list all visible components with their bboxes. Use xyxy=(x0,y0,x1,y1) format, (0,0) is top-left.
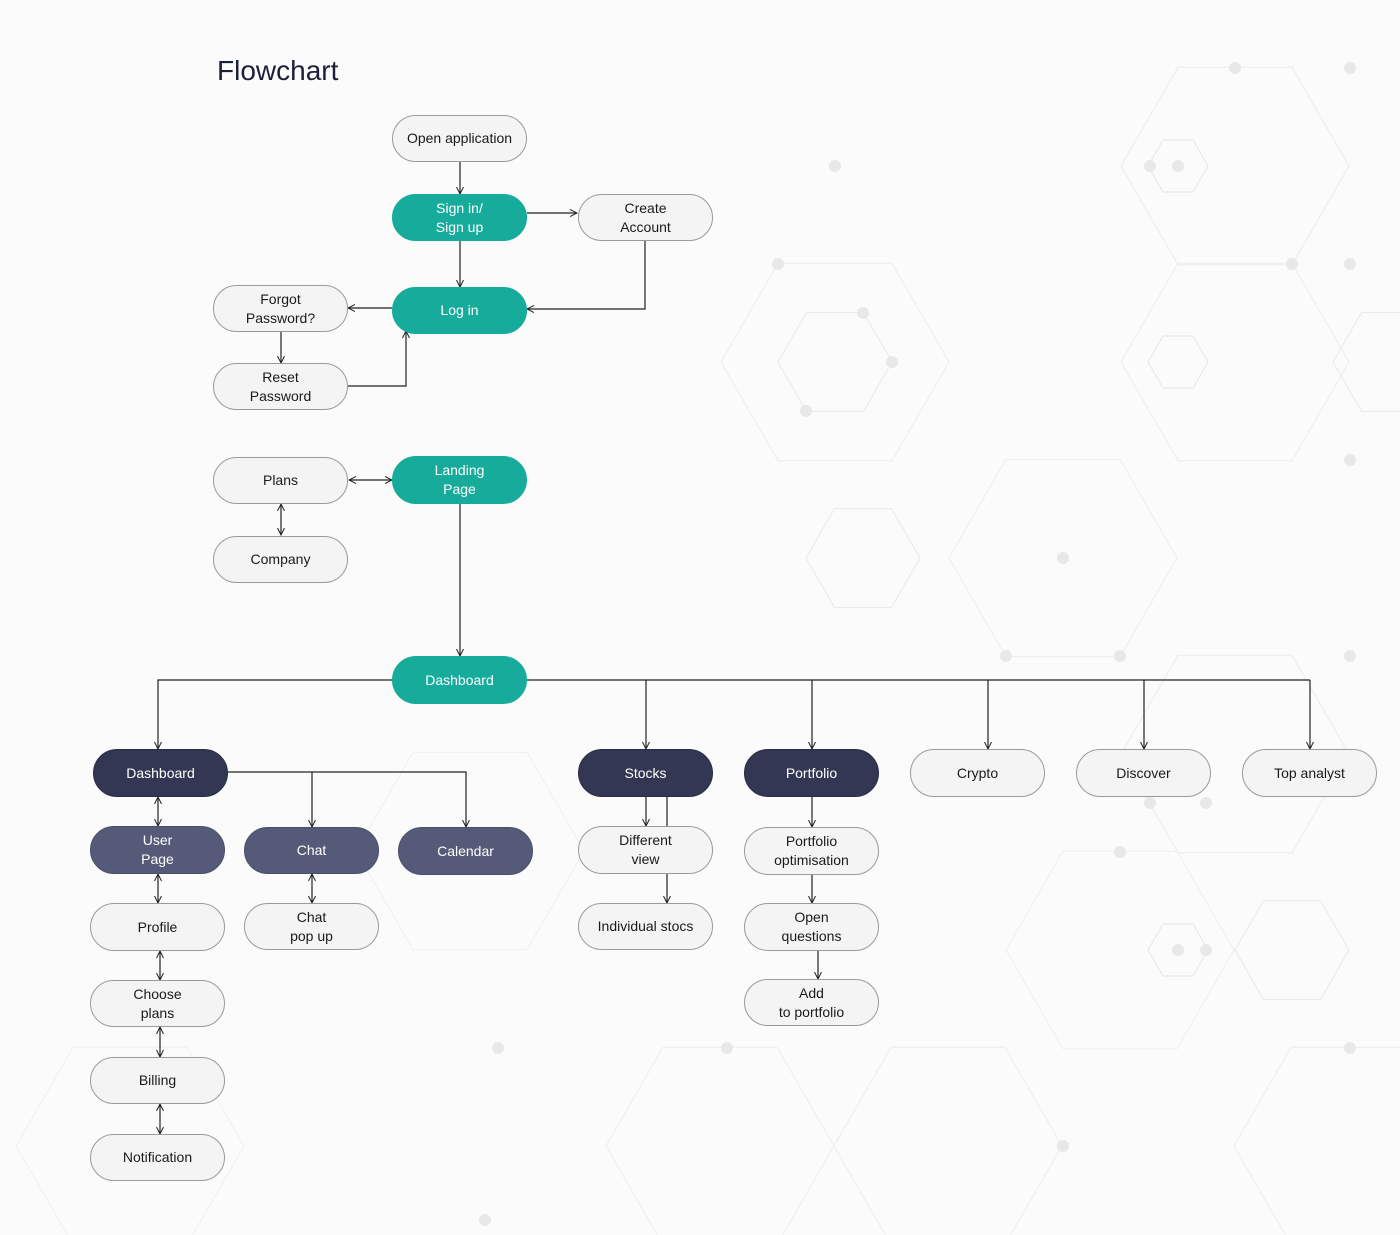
background-hexagon xyxy=(777,312,893,412)
node-billing[interactable]: Billing xyxy=(90,1057,225,1104)
background-dot xyxy=(857,307,869,319)
background-dot xyxy=(1344,62,1356,74)
node-profile[interactable]: Profile xyxy=(90,903,225,951)
background-hexagon xyxy=(1120,262,1350,462)
background-dot xyxy=(1344,1042,1356,1054)
background-dot xyxy=(492,1042,504,1054)
node-calendar[interactable]: Calendar xyxy=(398,827,533,875)
background-dot xyxy=(1200,944,1212,956)
node-choose-plans[interactable]: Choose plans xyxy=(90,980,225,1027)
node-chat[interactable]: Chat xyxy=(244,827,379,874)
background-dot xyxy=(1286,258,1298,270)
background-dot xyxy=(886,356,898,368)
node-sign-in[interactable]: Sign in/ Sign up xyxy=(392,194,527,241)
page-title: Flowchart xyxy=(217,55,339,86)
node-company[interactable]: Company xyxy=(213,536,348,583)
background-hexagon xyxy=(720,262,950,462)
node-notification[interactable]: Notification xyxy=(90,1134,225,1181)
background-dot xyxy=(1172,160,1184,172)
node-individual-stocs[interactable]: Individual stocs xyxy=(578,903,713,950)
node-open-application[interactable]: Open application xyxy=(392,115,527,162)
background-dot xyxy=(1172,944,1184,956)
background-dot xyxy=(1000,650,1012,662)
node-chat-popup[interactable]: Chat pop up xyxy=(244,903,379,950)
node-reset-password[interactable]: Reset Password xyxy=(213,363,348,410)
background-dot xyxy=(1344,258,1356,270)
background-dot xyxy=(800,405,812,417)
background-hexagon xyxy=(805,508,921,608)
node-open-questions[interactable]: Open questions xyxy=(744,903,879,951)
background-dot xyxy=(1344,650,1356,662)
node-stocks[interactable]: Stocks xyxy=(578,749,713,797)
background-hexagon xyxy=(1005,850,1235,1050)
background-dot xyxy=(1057,1140,1069,1152)
node-forgot-password[interactable]: Forgot Password? xyxy=(213,285,348,332)
background-dot xyxy=(1144,797,1156,809)
node-dashboard-main[interactable]: Dashboard xyxy=(392,656,527,704)
background-hexagon xyxy=(15,1046,245,1235)
background-dot xyxy=(1144,160,1156,172)
background-hexagon xyxy=(1332,312,1400,412)
background-dot xyxy=(1229,62,1241,74)
node-discover[interactable]: Discover xyxy=(1076,749,1211,797)
background-dot xyxy=(1057,552,1069,564)
node-landing-page[interactable]: Landing Page xyxy=(392,456,527,504)
node-portfolio[interactable]: Portfolio xyxy=(744,749,879,797)
background-dot xyxy=(1200,797,1212,809)
background-dot xyxy=(1114,650,1126,662)
node-top-analyst[interactable]: Top analyst xyxy=(1242,749,1377,797)
background-hexagon xyxy=(605,1046,835,1235)
node-add-to-portfolio[interactable]: Add to portfolio xyxy=(744,979,879,1026)
background-hexagon xyxy=(1233,1046,1400,1235)
background-dot xyxy=(772,258,784,270)
background-hexagon xyxy=(1147,335,1209,389)
node-create-account[interactable]: Create Account xyxy=(578,194,713,241)
node-dashboard-sub[interactable]: Dashboard xyxy=(93,749,228,797)
node-plans[interactable]: Plans xyxy=(213,457,348,504)
node-log-in[interactable]: Log in xyxy=(392,287,527,334)
node-portfolio-optimisation[interactable]: Portfolio optimisation xyxy=(744,827,879,875)
node-crypto[interactable]: Crypto xyxy=(910,749,1045,797)
background-dot xyxy=(829,160,841,172)
background-hexagon xyxy=(1147,923,1209,977)
background-dot xyxy=(1344,454,1356,466)
background-dot xyxy=(1114,846,1126,858)
background-dot xyxy=(721,1042,733,1054)
node-user-page[interactable]: User Page xyxy=(90,826,225,874)
node-different-view[interactable]: Different view xyxy=(578,826,713,874)
background-dot xyxy=(479,1214,491,1226)
background-hexagon xyxy=(833,1046,1063,1235)
background-hexagon xyxy=(1234,900,1350,1000)
